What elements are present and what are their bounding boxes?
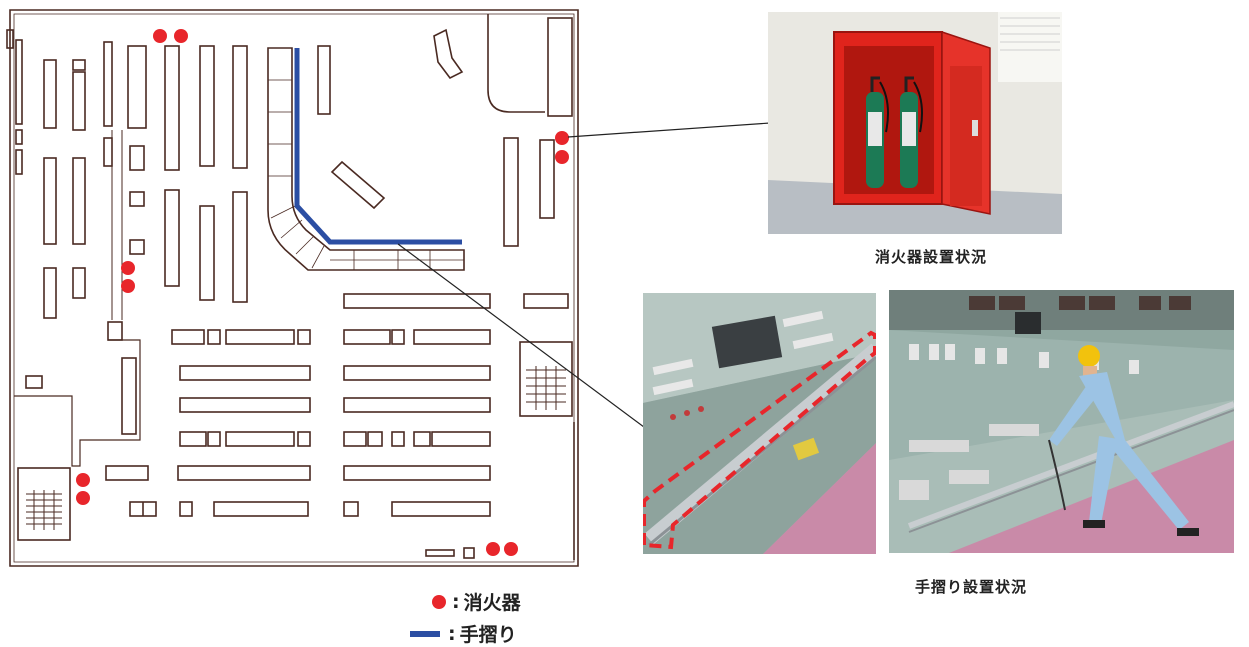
legend-handrail-label: 手摺り [459,624,517,646]
handrail-line [294,48,462,245]
extinguisher-cabinet-photo [768,12,1062,234]
fire-extinguisher-marker [555,131,569,145]
fire-extinguisher-markers [76,29,569,556]
fire-extinguisher-marker [76,491,90,505]
fire-extinguisher-marker [504,542,518,556]
fire-extinguisher-marker [153,29,167,43]
plan-walls [6,9,579,567]
legend-separator: : [448,622,456,645]
legend-handrail: : 手摺り [410,620,517,647]
fire-extinguisher-marker [121,261,135,275]
fire-extinguisher-marker [486,542,500,556]
control-room-photo [889,290,1234,553]
legend-extinguisher: : 消火器 [432,588,521,615]
handrail-legend-icon [410,630,440,637]
leader-line [567,122,771,138]
floor-plan [6,9,579,567]
extinguisher-photo-caption: 消火器設置状況 [875,248,988,266]
fire-extinguisher-marker [121,279,135,293]
legend-separator: : [452,590,460,613]
console-closeup-photo [643,293,876,554]
legend-extinguisher-label: 消火器 [463,592,521,614]
fire-extinguisher-legend-icon [432,594,446,609]
handrail-photo-caption: 手摺り設置状況 [915,578,1028,596]
fire-extinguisher-marker [76,473,90,487]
fire-extinguisher-marker [555,150,569,164]
leader-line [397,243,649,431]
fire-extinguisher-marker [174,29,188,43]
